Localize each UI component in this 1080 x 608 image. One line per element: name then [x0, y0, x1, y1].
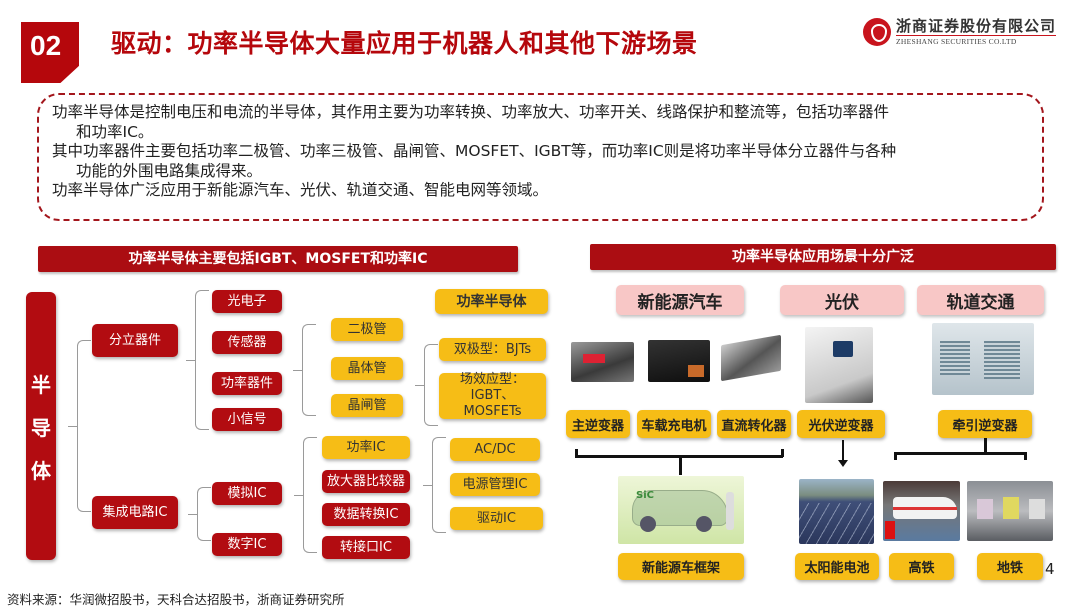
node-thyristor: 晶闸管 [331, 394, 403, 417]
image-onboard-charger [648, 340, 710, 382]
brace-power-device [293, 324, 316, 416]
node-small-signal: 小信号 [212, 408, 282, 431]
summary-line: 其中功率器件主要包括功率二极管、功率三极管、晶闸管、MOSFET、IGBT等，而… [52, 142, 897, 160]
device-traction-inverter: 牵引逆变器 [938, 410, 1032, 438]
image-solar-panels [799, 479, 874, 544]
arrow-pv-shaft [842, 440, 844, 462]
root-char: 半 [31, 372, 51, 397]
brace-discrete [186, 290, 209, 430]
logo-name-cn: 浙商证券股份有限公司 [896, 17, 1057, 36]
app-solar-cell: 太阳能电池 [795, 553, 879, 580]
node-bjt: 双极型：BJTs [439, 338, 546, 361]
left-panel-header: 功率半导体主要包括IGBT、MOSFET和功率IC [38, 246, 518, 272]
connector-rail [894, 452, 1026, 455]
brace-root [68, 340, 91, 512]
node-amplifier-comparator: 放大器比较器 [322, 470, 410, 493]
summary-line: 功率半导体广泛应用于新能源汽车、光伏、轨道交通、智能电网等领域。 [52, 181, 549, 199]
app-ev-frame: 新能源车框架 [618, 553, 744, 580]
node-fet: 场效应型：IGBT、MOSFETs [439, 372, 546, 419]
node-power-ic: 功率IC [322, 436, 410, 459]
node-analog-ic: 模拟IC [212, 482, 282, 505]
arrow-down-icon [838, 460, 848, 467]
node-transistor: 晶体管 [331, 357, 403, 380]
connector-rail-up [984, 438, 987, 452]
node-diode: 二极管 [331, 318, 403, 341]
image-main-inverter [571, 342, 634, 382]
image-high-speed-rail [883, 481, 960, 541]
node-optoelectronics: 光电子 [212, 290, 282, 313]
summary-line: 和功率IC。 [76, 122, 154, 141]
sic-label: SiC [636, 490, 654, 501]
node-interface-ic: 转接口IC [322, 536, 410, 559]
category-rail: 轨道交通 [917, 285, 1044, 315]
node-driver-ic: 驱动IC [450, 507, 543, 530]
root-node-semiconductor: 半 导 体 [26, 292, 56, 560]
device-onboard-charger: 车载充电机 [637, 410, 711, 438]
section-number-badge: 02 [21, 22, 79, 83]
node-sensor: 传感器 [212, 331, 282, 354]
logo-name-en: ZHESHANG SECURITIES CO.LTD [896, 37, 1017, 46]
device-pv-inverter: 光伏逆变器 [797, 410, 885, 438]
image-pv-inverter [805, 327, 873, 403]
node-power-device: 功率器件 [212, 372, 282, 395]
summary-line: 功能的外围电路集成得来。 [76, 161, 263, 180]
category-ev: 新能源汽车 [616, 285, 744, 315]
page-title: 驱动：功率半导体大量应用于机器人和其他下游场景 [111, 29, 698, 58]
connector-ev-down [679, 455, 682, 475]
source-footnote: 资料来源：华润微招股书，天科合达招股书，浙商证券研究所 [7, 592, 345, 607]
app-high-speed-rail: 高铁 [889, 553, 954, 580]
device-dc-converter: 直流转化器 [717, 410, 791, 438]
image-dc-converter [721, 334, 781, 382]
node-discrete: 分立器件 [92, 324, 178, 357]
brace-analog-ic [294, 437, 317, 553]
connector-ev-right [781, 449, 784, 457]
device-main-inverter: 主逆变器 [566, 410, 630, 438]
root-char: 体 [31, 458, 51, 483]
legend-power-semiconductor: 功率半导体 [435, 289, 548, 314]
node-acdc: AC/DC [450, 438, 540, 461]
summary-line: 功率半导体是控制电压和电流的半导体，其作用主要为功率转换、功率放大、功率开关、线… [52, 103, 890, 121]
brace-ic [188, 487, 211, 541]
brace-transistor [415, 344, 438, 426]
summary-box: 功率半导体是控制电压和电流的半导体，其作用主要为功率转换、功率放大、功率开关、线… [37, 93, 1044, 221]
connector-ev-left [575, 449, 578, 457]
connector-rail-left [894, 452, 897, 460]
node-digital-ic: 数字IC [212, 533, 282, 556]
node-data-converter-ic: 数据转换IC [322, 503, 410, 526]
root-char: 导 [31, 415, 51, 440]
node-ic: 集成电路IC [92, 496, 178, 529]
brace-power-ic [423, 437, 446, 533]
image-ev-frame: SiC [618, 476, 744, 544]
page-number: 4 [1045, 560, 1055, 578]
connector-rail-right [1024, 452, 1027, 460]
category-pv: 光伏 [780, 285, 904, 315]
app-subway: 地铁 [977, 553, 1043, 580]
company-logo: 浙商证券股份有限公司 ZHESHANG SECURITIES CO.LTD [863, 14, 1063, 50]
image-traction-inverter [932, 323, 1034, 395]
image-subway [967, 481, 1053, 541]
node-pmic: 电源管理IC [450, 473, 540, 496]
logo-emblem-icon [863, 18, 891, 46]
right-panel-header: 功率半导体应用场景十分广泛 [590, 244, 1056, 270]
